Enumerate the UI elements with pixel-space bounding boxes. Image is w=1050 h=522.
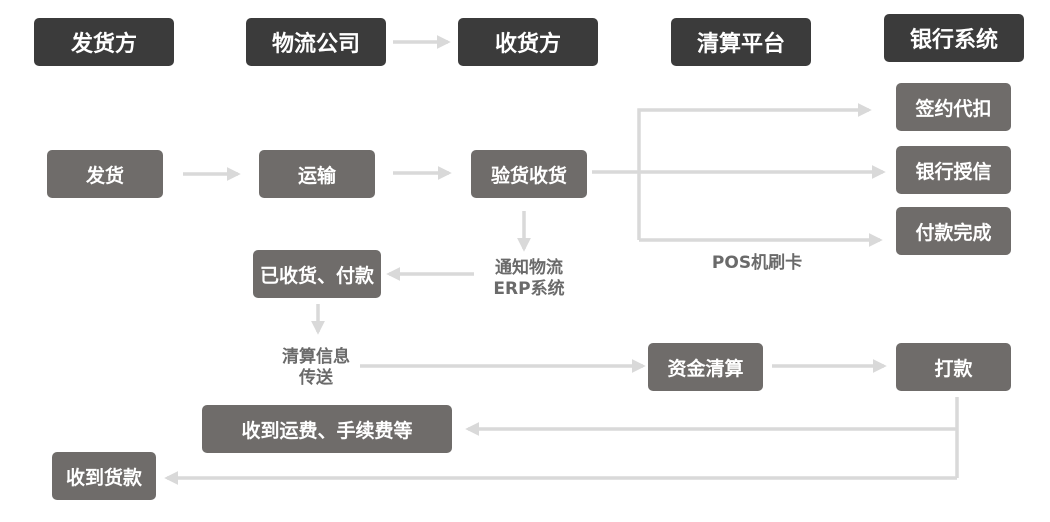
note-clearing-info: 清算信息 传送 (266, 347, 366, 389)
note-clearing-info-line1: 清算信息 (282, 347, 350, 367)
note-notify-line2: ERP系统 (493, 279, 565, 299)
column-header-bank: 银行系统 (884, 14, 1024, 62)
column-header-clearing: 清算平台 (671, 18, 811, 66)
step-receive-fees: 收到运费、手续费等 (202, 405, 452, 453)
step-ship: 发货 (47, 150, 163, 198)
step-sign-deduct: 签约代扣 (896, 83, 1011, 131)
step-fund-clearing: 资金清算 (648, 343, 763, 391)
note-notify-erp: 通知物流 ERP系统 (478, 258, 580, 300)
note-pos-card: POS机刷卡 (711, 253, 803, 273)
step-inspect-receive: 验货收货 (471, 150, 587, 198)
note-clearing-info-line2: 传送 (299, 368, 333, 388)
column-header-receiver: 收货方 (458, 18, 598, 66)
step-received-paid: 已收货、付款 (253, 250, 381, 298)
step-transfer: 打款 (896, 343, 1011, 391)
step-transport: 运输 (259, 150, 375, 198)
step-payment-complete: 付款完成 (896, 207, 1011, 255)
step-receive-payment: 收到货款 (52, 452, 156, 500)
column-header-logistics: 物流公司 (246, 18, 386, 66)
column-header-shipper: 发货方 (34, 18, 174, 66)
arrow-bracket-to-sign-deduct (637, 103, 872, 240)
note-notify-line1: 通知物流 (495, 258, 563, 278)
step-bank-credit: 银行授信 (896, 146, 1011, 194)
